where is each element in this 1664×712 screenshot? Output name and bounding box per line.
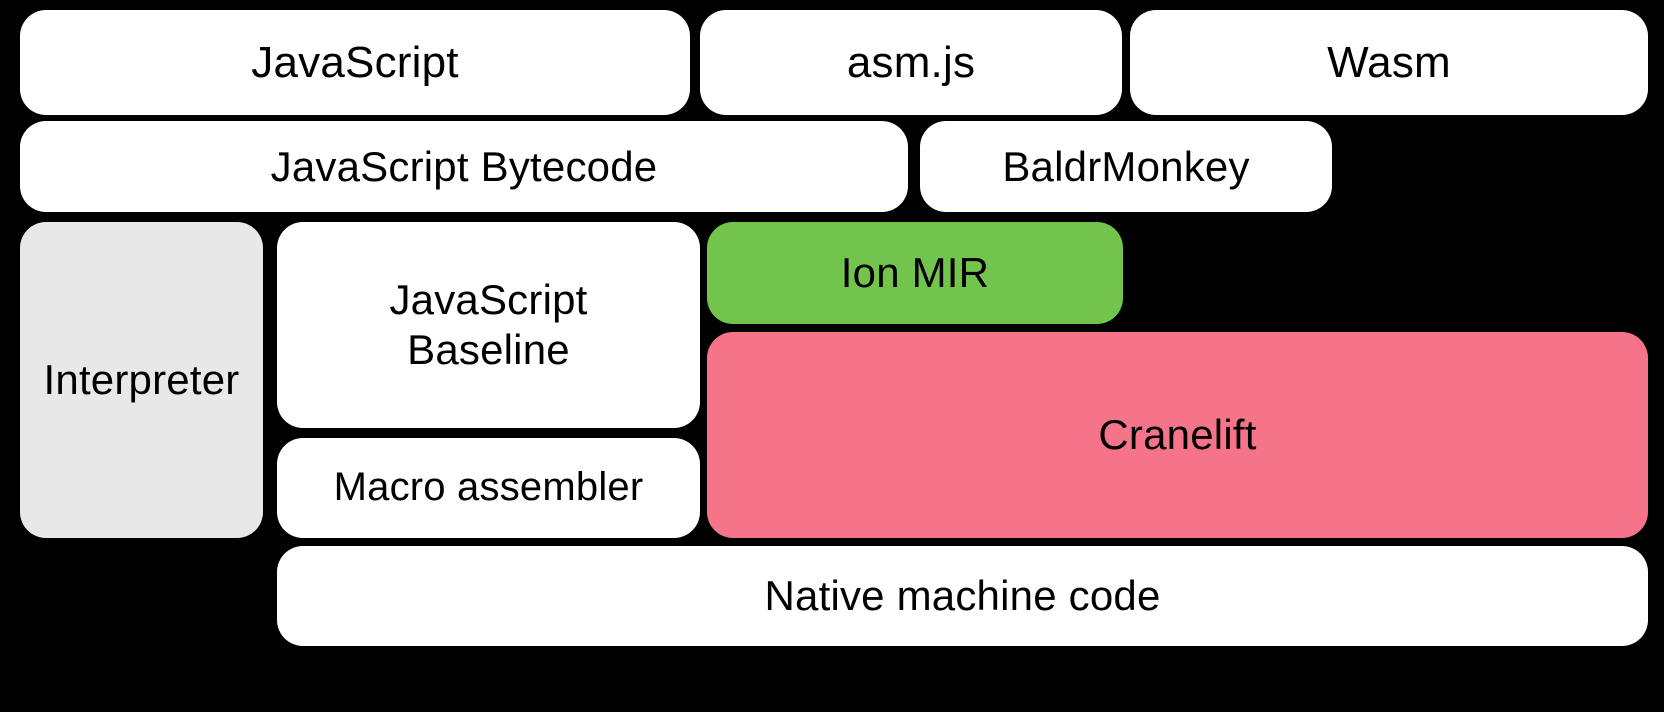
node-ion-mir: Ion MIR [707,222,1123,324]
node-cranelift: Cranelift [707,332,1648,538]
node-javascript-baseline: JavaScript Baseline [277,222,700,428]
node-baldrmonkey: BaldrMonkey [920,121,1332,212]
node-macro-assembler: Macro assembler [277,438,700,538]
node-asm-js: asm.js [700,10,1122,115]
node-native-machine-code: Native machine code [277,546,1648,646]
node-javascript: JavaScript [20,10,690,115]
node-javascript-bytecode: JavaScript Bytecode [20,121,908,212]
node-wasm: Wasm [1130,10,1648,115]
node-interpreter: Interpreter [20,222,263,538]
